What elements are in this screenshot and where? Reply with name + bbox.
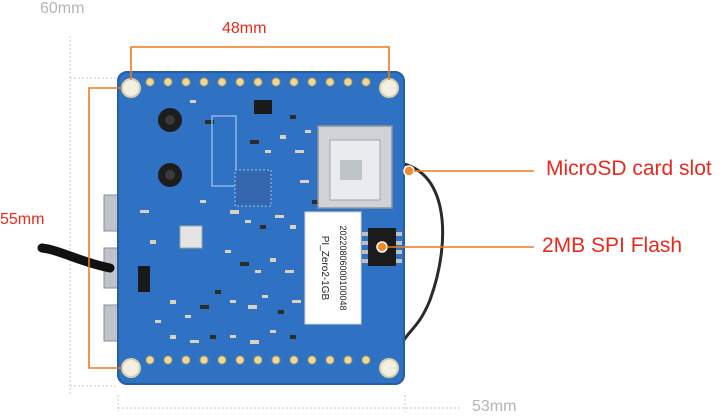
flash-marker — [376, 241, 388, 253]
hole-spacing-horizontal-line — [130, 46, 390, 80]
callout-lines — [387, 170, 534, 248]
microsd-callout-label: MicroSD card slot — [546, 157, 712, 180]
microsd-marker — [403, 165, 415, 177]
microsd-slot — [317, 125, 415, 209]
pin-header — [145, 77, 371, 365]
hole-spacing-vertical-label: 55mm — [0, 211, 45, 228]
hole-spacing-horizontal-label: 48mm — [222, 20, 267, 37]
sticker-line1: PI_Zero2-1GB — [319, 236, 330, 301]
hole-spacing-vertical-line — [88, 87, 122, 369]
measurement-lines — [88, 46, 390, 369]
smd-components — [140, 100, 318, 344]
total-width-label: 53mm — [472, 398, 517, 415]
sticker-line2: 20220806000100048 — [338, 225, 348, 310]
antenna-wire — [385, 160, 445, 341]
pad-square — [179, 225, 203, 249]
left-edge-connectors — [37, 194, 119, 342]
dimension-guides — [69, 36, 462, 412]
total-height-label: 60mm — [40, 0, 85, 17]
flash-callout-label: 2MB SPI Flash — [542, 234, 683, 257]
serial-sticker: PI_Zero2-1GB 20220806000100048 — [304, 211, 362, 325]
mounting-holes — [121, 78, 399, 378]
board-components — [138, 100, 272, 292]
